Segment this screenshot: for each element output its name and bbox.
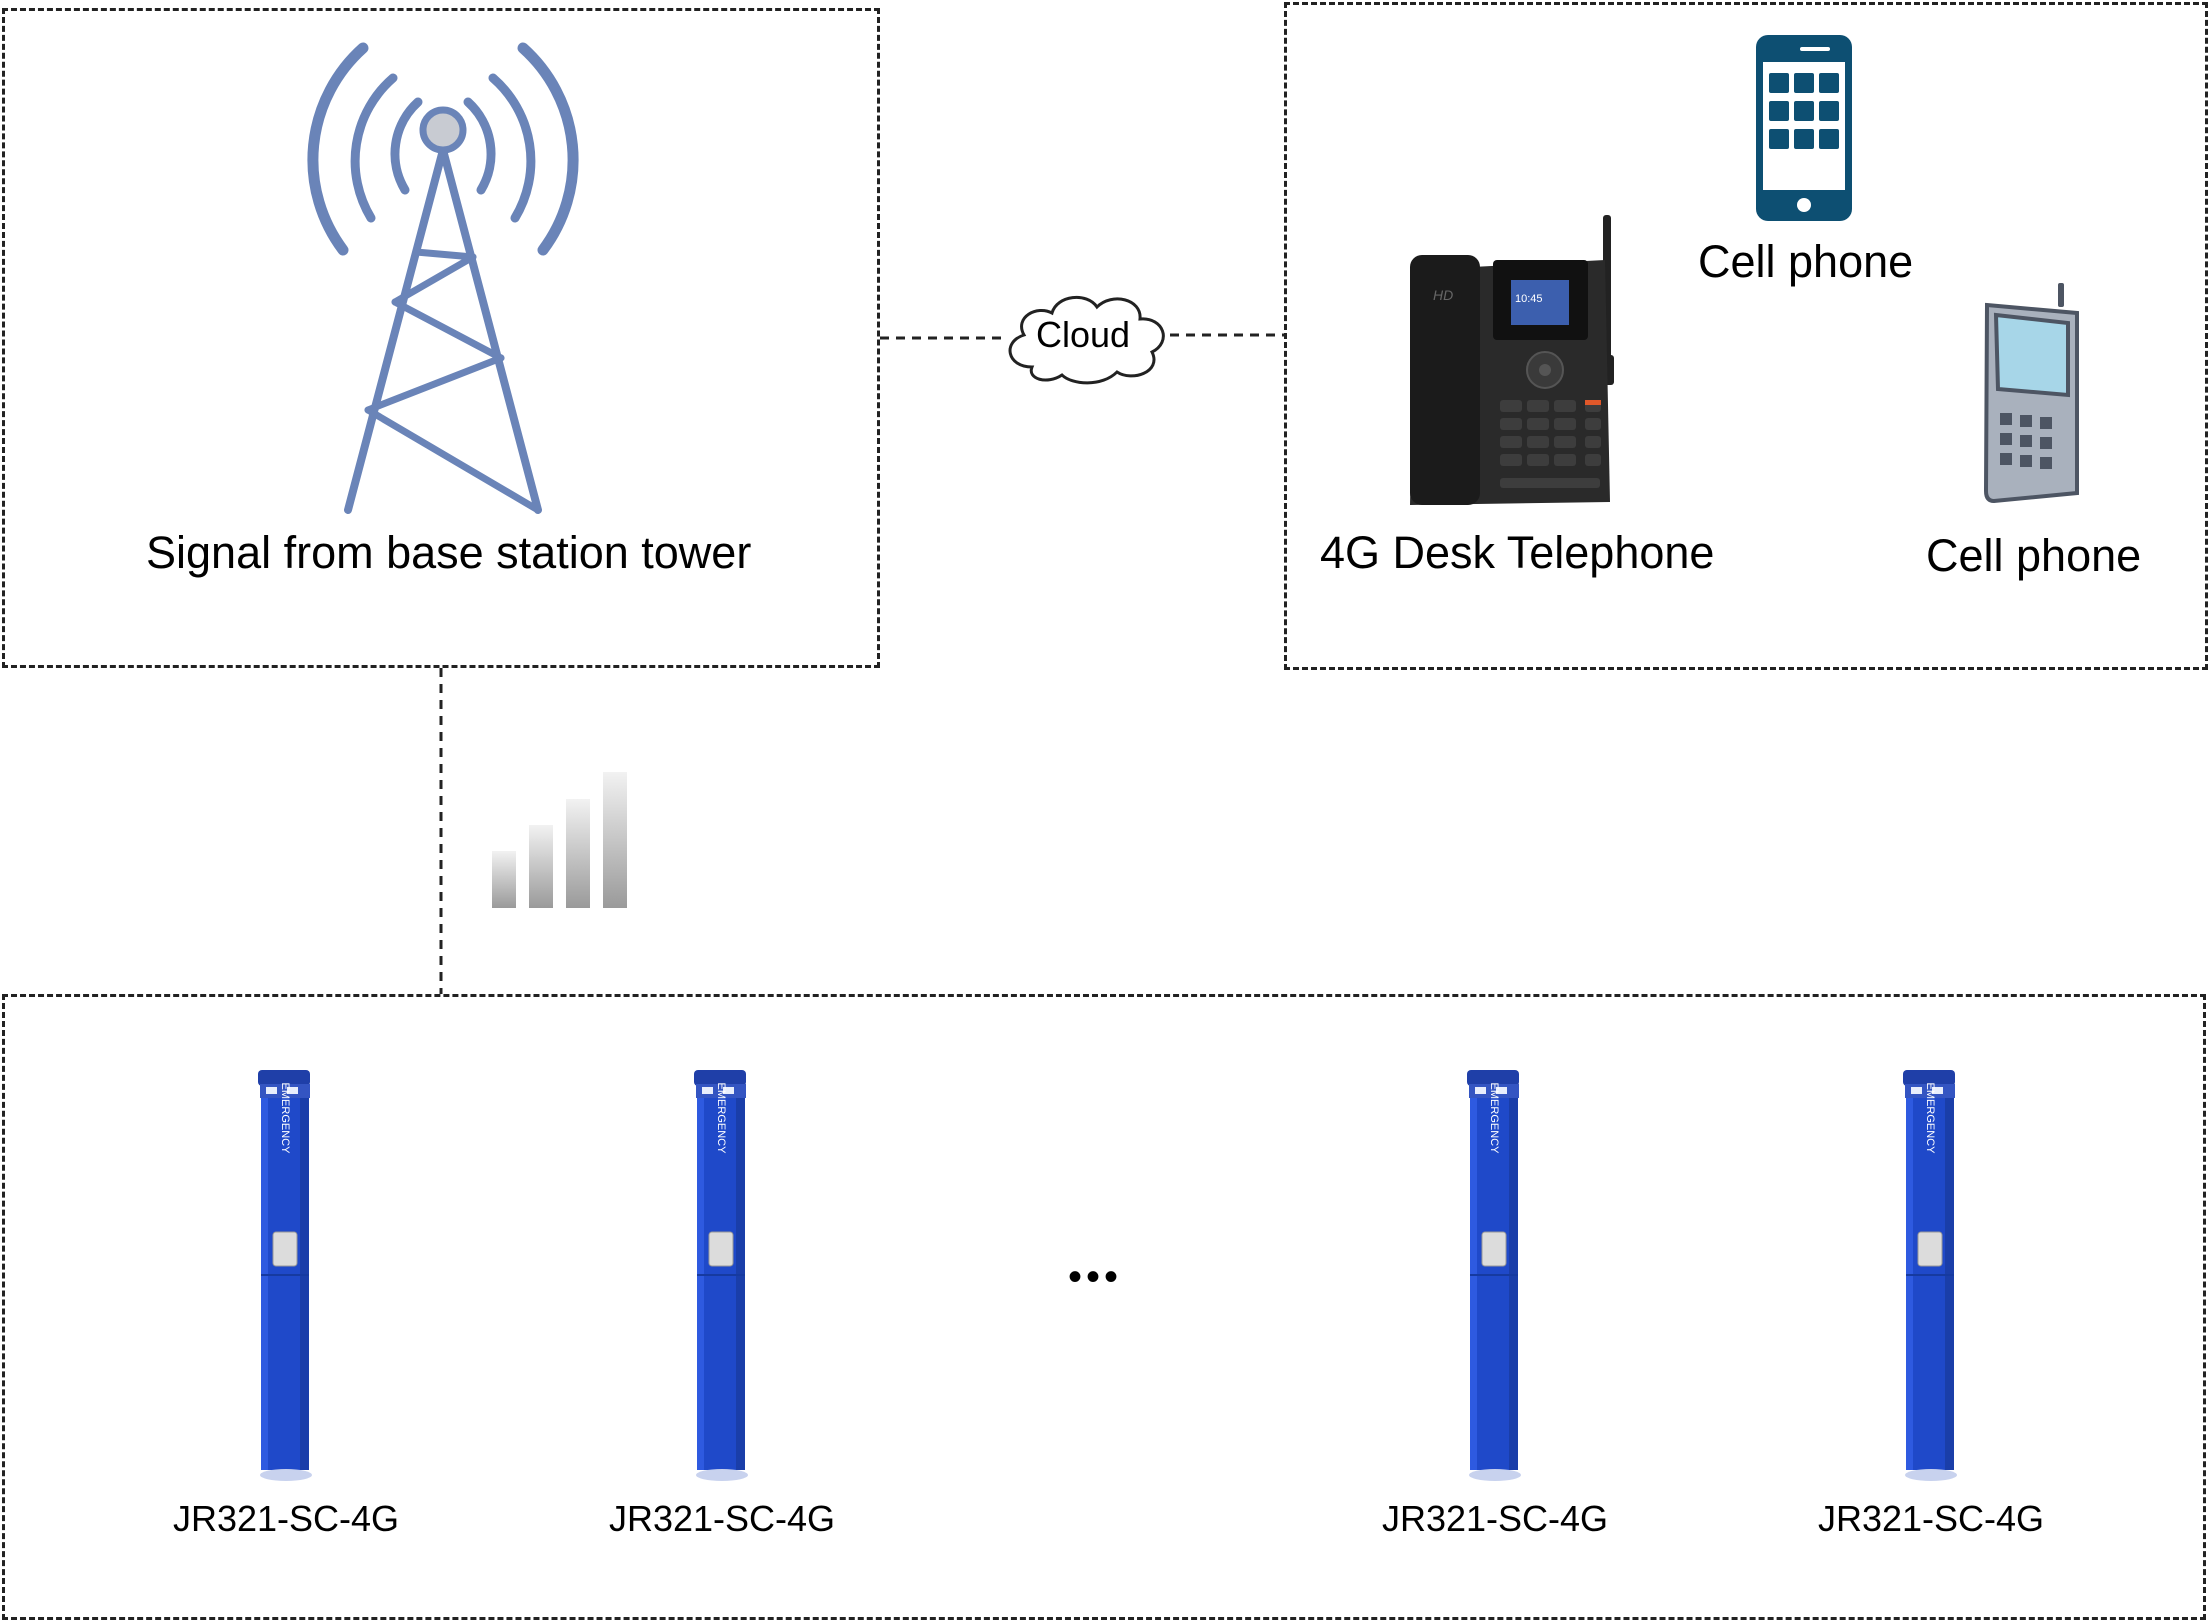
smartphone-icon — [1756, 35, 1852, 221]
screen-time: 10:45 — [1515, 293, 1543, 305]
pillar-1-label: JR321-SC-4G — [172, 1498, 400, 1539]
pillar-3-label: JR321-SC-4G — [1381, 1498, 1609, 1539]
emergency-pillar-1: EMERGENCY — [258, 1070, 312, 1481]
desk-telephone-icon: HD 10:45 — [1410, 215, 1614, 505]
emergency-pillar-4: EMERGENCY — [1903, 1070, 1957, 1481]
tower-icon — [307, 42, 579, 514]
pillar-2-text: EMERGENCY — [715, 1083, 727, 1155]
tower-label: Signal from base station tower — [146, 527, 752, 578]
receiver-group-box — [1284, 2, 2208, 670]
pillar-4-label: JR321-SC-4G — [1817, 1498, 2045, 1539]
cloud-icon — [1008, 295, 1165, 385]
pillar-1-text: EMERGENCY — [279, 1083, 291, 1155]
pillar-group-box — [2, 994, 2206, 1620]
cloud-label: Cloud — [1036, 314, 1131, 355]
emergency-pillar-2: EMERGENCY — [694, 1070, 748, 1481]
tower-group-box — [2, 8, 880, 668]
cell-phone-label-1: Cell phone — [1698, 236, 1914, 287]
pillar-2-label: JR321-SC-4G — [608, 1498, 836, 1539]
cell-phone-label-2: Cell phone — [1926, 530, 2142, 581]
ellipsis: ••• — [1068, 1255, 1123, 1299]
signal-strength-icon — [492, 772, 627, 908]
emergency-pillar-3: EMERGENCY — [1467, 1070, 1521, 1481]
pillar-3-text: EMERGENCY — [1488, 1083, 1500, 1155]
desk-telephone-label: 4G Desk Telephone — [1320, 527, 1715, 578]
pillar-4-text: EMERGENCY — [1924, 1083, 1936, 1155]
hd-badge: HD — [1433, 287, 1453, 303]
handset-phone-icon — [1983, 283, 2079, 504]
